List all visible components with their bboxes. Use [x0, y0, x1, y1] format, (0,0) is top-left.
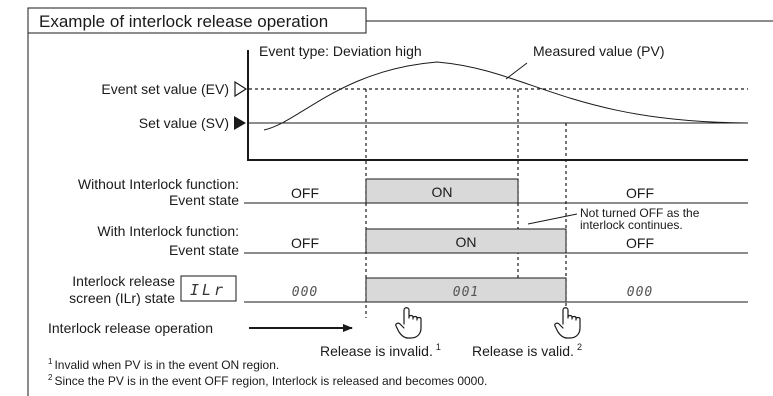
with-label-line2: Event state	[169, 242, 239, 258]
title-box	[27, 7, 367, 34]
operation-label: Interlock release operation	[48, 320, 213, 336]
interlock-note-line2: interlock continues.	[580, 218, 683, 232]
pv-curve	[263, 61, 749, 131]
release-invalid-text: Release is invalid.1	[320, 342, 441, 359]
without-on-region	[365, 178, 519, 204]
ilr-display-text: ILr	[190, 281, 226, 299]
ilr-value-middle: 001	[453, 285, 479, 300]
without-on-text: ON	[432, 184, 453, 200]
with-label-line1: With Interlock function:	[97, 223, 239, 239]
interlock-note-line1: Not turned OFF as the	[580, 206, 700, 220]
without-label-line1: Without Interlock function:	[78, 176, 239, 192]
ev-marker-icon	[234, 80, 248, 98]
ilr-value-right: 000	[627, 285, 653, 300]
with-off-right: OFF	[626, 235, 654, 251]
ilr-value-left: 000	[292, 285, 318, 300]
sv-label: Set value (SV)	[139, 115, 229, 131]
pv-label: Measured value (PV)	[533, 43, 665, 59]
ev-label: Event set value (EV)	[101, 81, 229, 97]
release-valid-text: Release is valid.2	[472, 342, 582, 359]
without-off-left: OFF	[291, 185, 319, 201]
with-on-text: ON	[456, 234, 477, 250]
event-type-label: Event type: Deviation high	[259, 43, 422, 59]
sv-marker-icon	[234, 116, 246, 130]
hand-pointer-icon	[554, 307, 581, 339]
without-off-right: OFF	[626, 185, 654, 201]
interlock-note-pointer	[527, 213, 578, 225]
ilr-active-region	[365, 277, 567, 303]
with-off-left: OFF	[291, 235, 319, 251]
with-on-region	[365, 228, 567, 254]
title-text: Example of interlock release operation	[39, 12, 328, 31]
ilr-label-line2: screen (ILr) state	[69, 290, 175, 306]
pv-pointer-line	[505, 62, 528, 80]
ilr-display-box	[180, 275, 237, 302]
ilr-label-line1: Interlock release	[72, 273, 175, 289]
without-label-line2: Event state	[169, 192, 239, 208]
hand-pointer-icon	[395, 307, 422, 339]
